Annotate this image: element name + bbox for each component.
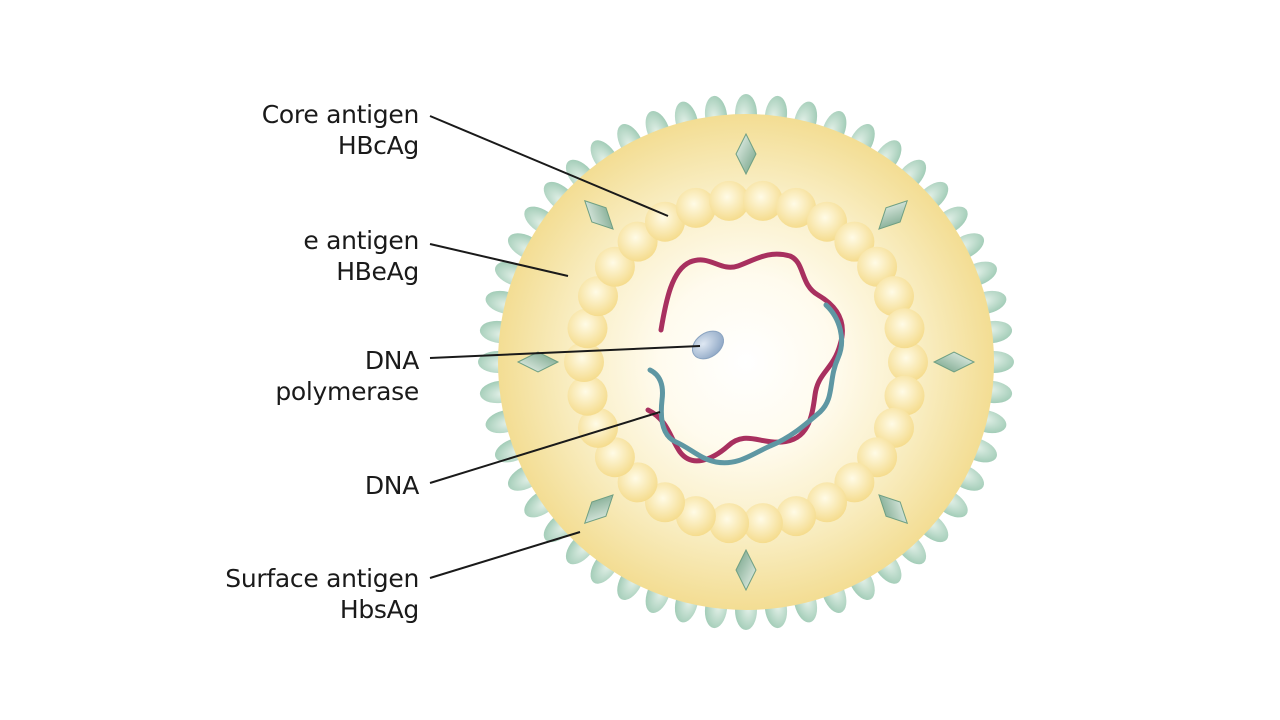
core-antigen-particle [567,308,608,349]
dna-polymerase-leader-line [429,345,701,359]
core-antigen-particle [675,187,716,228]
dna-label: DNA [119,470,419,501]
core-antigen-particle [884,308,925,349]
core-antigen-particle [776,187,817,228]
core-antigen-particle [578,407,618,448]
core-antigen-name: Core antigen [261,100,420,129]
core-antigen-particle [709,180,750,221]
core-antigen-particle [776,496,817,537]
core-antigen-particle [645,482,685,523]
core-antigen-particle [645,201,685,242]
surface-antigen-name: Surface antigen [225,564,419,593]
e-antigen-particle [583,494,614,525]
leader-lines [429,115,701,579]
dna-polymerase-label: DNA polymerase [119,345,419,407]
core-antigen-particle [807,201,847,242]
e-antigen-label: e antigen HBeAg [119,225,419,287]
core-antigen-particle [884,375,925,416]
core-antigen-particle [742,180,783,221]
e-antigen-group [516,132,976,592]
core-antigen-leader-line [429,115,669,217]
dna-leader-line [429,411,661,484]
core-antigen-particle [874,407,914,448]
core-antigen-label: Core antigen HBcAg [119,99,420,161]
core-antigen-particle [617,221,658,262]
core-antigen-particle [709,503,750,544]
core-antigen-particle [857,246,898,287]
e-antigen-name: e antigen [303,226,419,255]
surface-antigen-abbr: HbsAg [339,595,419,624]
core-antigen-particle [807,482,847,523]
core-antigen-particle [567,375,608,416]
dna-polymerase-line2: polymerase [275,377,419,406]
e-antigen-particle [735,132,757,176]
surface-antigen-leader-line [429,531,581,579]
core-antigen-particle [564,342,604,382]
e-antigen-particle [878,494,909,525]
dna-polymerase-icon [691,330,725,360]
core-antigen-particle [888,342,928,382]
e-antigen-abbr: HBeAg [336,257,419,286]
e-antigen-particle [583,199,614,230]
dna-strand-minus [647,302,844,466]
e-antigen-particle [516,351,560,373]
dna-polymerase-line1: DNA [364,346,419,375]
core-antigen-particle [834,462,875,503]
e-antigen-particle [878,199,909,230]
core-antigen-particle [742,503,783,544]
e-antigen-particle [735,548,757,592]
e-antigen-particle [932,351,976,373]
core-antigen-abbr: HBcAg [337,131,419,160]
dna-genome [645,251,845,466]
core-antigen-particle [578,276,618,317]
e-antigen-leader-line [429,243,569,277]
dna-name: DNA [364,471,419,500]
core-antigen-particle [675,496,716,537]
core-antigen-particle [594,437,635,478]
core-antigen-particle [874,276,914,317]
surface-antigen-label: Surface antigen HbsAg [119,563,419,625]
